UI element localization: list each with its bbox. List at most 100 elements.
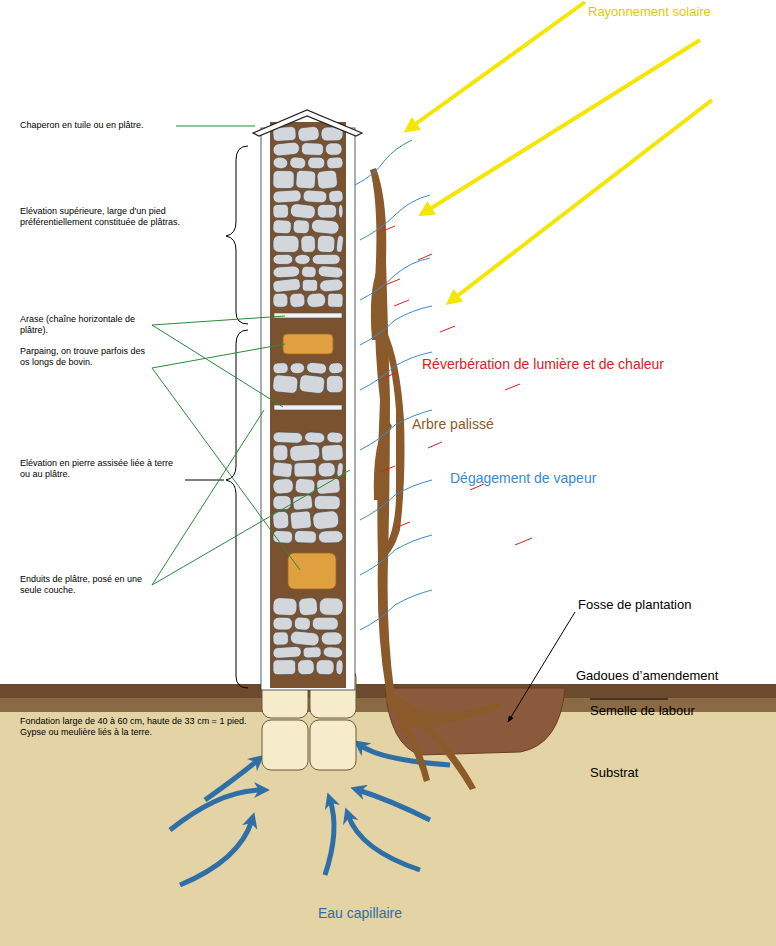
stone: [312, 510, 339, 530]
stone: [289, 444, 320, 462]
stone: [273, 496, 291, 510]
height-braces: [185, 146, 248, 688]
stone: [298, 597, 318, 616]
callout-label: Substrat: [590, 765, 740, 781]
stone: [272, 142, 300, 157]
callout-label: Gadoues d’amendement: [576, 668, 772, 684]
stone: [318, 265, 344, 278]
stone: [273, 362, 289, 373]
stone: [273, 170, 294, 188]
stone: [293, 219, 310, 234]
stone: [273, 219, 292, 234]
callout-label: Enduits de plâtre, posé en une seule cou…: [20, 574, 150, 596]
callout-label: Réverbération de lumière et de chaleur: [422, 356, 772, 373]
callout-label: Parpaing, on trouve parfois des os longs…: [20, 346, 150, 368]
stone: [290, 631, 320, 647]
stone: [273, 190, 302, 204]
callout-label: Fosse de plantation: [578, 597, 768, 613]
callout-label: Semelle de labour: [590, 703, 770, 719]
stone: [272, 462, 293, 478]
substrate: [0, 700, 776, 946]
stone: [306, 292, 326, 308]
reverberation-dashes: [380, 226, 532, 545]
coping: [253, 110, 362, 136]
stone: [303, 647, 321, 658]
parpaing: [283, 334, 333, 354]
stone: [290, 363, 305, 374]
callout-label: Eau capillaire: [318, 905, 478, 922]
stone: [272, 156, 288, 169]
stone: [290, 511, 312, 530]
stone: [301, 266, 316, 278]
stone: [306, 362, 327, 375]
stone: [317, 170, 338, 190]
stone: [299, 374, 326, 394]
stone: [326, 376, 343, 393]
stone: [273, 660, 296, 675]
stone: [317, 204, 336, 218]
stone: [314, 495, 340, 509]
stone: [319, 598, 343, 616]
stone: [317, 235, 335, 253]
wall-core: [270, 122, 346, 688]
stone: [297, 659, 314, 675]
vapour-lines: [355, 140, 432, 630]
stone: [290, 203, 316, 219]
leader-lines: [152, 126, 350, 585]
stone: [296, 170, 316, 189]
stone: [316, 660, 334, 675]
stone: [273, 266, 300, 279]
stone: [273, 445, 288, 461]
callout-label: Arase (chaîne horizontale de plâtre).: [20, 314, 150, 336]
stone: [273, 646, 302, 658]
plaster-render: [261, 128, 355, 690]
callout-label: Arbre palissé: [412, 416, 562, 433]
stone: [336, 235, 344, 252]
callout-label: Fondation large de 40 à 60 cm, haute de …: [20, 716, 252, 738]
stone: [319, 278, 343, 292]
stone: [294, 462, 317, 477]
stone: [311, 219, 340, 235]
title-label: Rayonnement solaire: [588, 4, 768, 20]
stone: [273, 204, 289, 218]
stone: [304, 432, 325, 444]
stone: [318, 530, 343, 543]
stone: [323, 646, 343, 658]
stone: [272, 478, 293, 494]
stone: [303, 190, 327, 203]
callout-label: Elévation supérieure, large d'un pied pr…: [20, 206, 230, 228]
stone: [273, 235, 299, 252]
callout-label: Elévation en pierre assisée liée à terre…: [20, 458, 182, 480]
stone: [302, 279, 317, 291]
wall-stones: [272, 126, 344, 675]
stone: [328, 362, 343, 374]
stone: [273, 293, 288, 307]
plough-pan-rule: [590, 699, 668, 700]
stone: [289, 293, 305, 308]
stone: [295, 254, 311, 264]
stone: [294, 530, 316, 543]
stone: [294, 617, 311, 631]
capillary-arrows: [170, 745, 450, 885]
arase: [274, 313, 342, 318]
parpaing: [288, 553, 336, 589]
stone: [316, 478, 340, 495]
stone: [273, 432, 303, 444]
stone: [289, 156, 306, 169]
stone: [273, 632, 289, 646]
stone: [272, 374, 298, 394]
stone: [308, 157, 325, 169]
stone: [326, 157, 343, 170]
stone: [328, 190, 343, 203]
stone: [318, 462, 336, 477]
stone: [338, 204, 343, 218]
stone: [312, 617, 338, 630]
stone: [301, 235, 316, 252]
stone: [321, 632, 342, 645]
stone: [273, 617, 293, 630]
stone: [325, 143, 342, 155]
pit-leader: [508, 612, 575, 722]
stone: [272, 278, 300, 293]
callout-label: Chaperon en tuile ou en plâtre.: [20, 120, 176, 131]
